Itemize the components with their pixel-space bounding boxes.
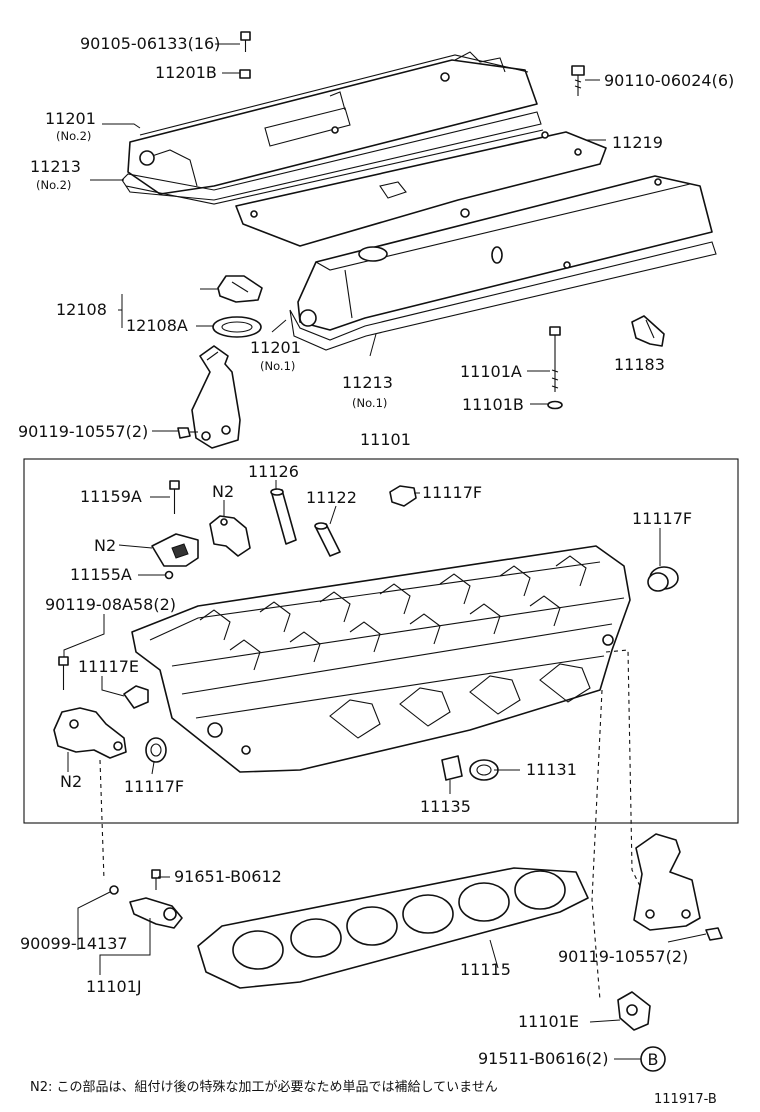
valve-cover-no1 (297, 175, 713, 331)
cam-housing-n2-bottom (53, 707, 127, 759)
hanger-bolt-right-icon (705, 927, 723, 941)
label-union-11101j: 11101J (86, 977, 142, 996)
bolt-90110-icon (571, 65, 585, 96)
plug-11117e-icon (123, 685, 149, 709)
label-hanger-bolt-left: 90119-10557(2) (18, 422, 148, 441)
label-bolt-right: 90110-06024(6) (604, 71, 734, 90)
bolt-91651-icon (151, 869, 161, 890)
label-gasket-no2: 11213 (30, 157, 81, 176)
label-cover-no1: 11201 (250, 338, 301, 357)
label-bolt-91511: 91511-B0616(2) (478, 1049, 608, 1068)
label-cap-gasket: 12108A (126, 316, 188, 335)
label-pipe-90099: 90099-14137 (20, 934, 128, 953)
part-labels: 90105-06133(16) 11201B 11201 (No.2) 1121… (18, 34, 734, 1107)
label-seal-11131: 11131 (526, 760, 577, 779)
hanger-bolt-left-icon (177, 427, 198, 439)
cam-cap-n2-top (209, 515, 251, 557)
label-plug-small: 11183 (614, 355, 665, 374)
gasket-no1 (289, 241, 717, 351)
label-cover-no1-sub: (No.1) (260, 359, 295, 373)
label-gasket-no2-sub: (No.2) (36, 178, 71, 192)
valve-cover-no2 (127, 51, 538, 195)
valve-guide-11126-icon (270, 488, 297, 545)
head-assembly-frame (23, 458, 739, 824)
plug-11117f-bottom-icon (145, 737, 167, 763)
label-stud: 11101A (460, 362, 522, 381)
figure-code: 111917-B (654, 1092, 717, 1107)
plug-11117f-right-icon (647, 566, 679, 592)
label-plate: 11219 (612, 133, 663, 152)
label-cap: 12108 (56, 300, 107, 319)
union-11101e-icon (617, 991, 651, 1031)
label-plug-11117e: 11117E (78, 657, 139, 676)
label-bolt-11159a: 11159A (80, 487, 142, 506)
label-gasket-no1: 11213 (342, 373, 393, 392)
cam-cap-n2-left (151, 533, 199, 567)
label-bolt-top: 90105-06133(16) (80, 34, 220, 53)
bolt-11159a-icon (169, 480, 180, 514)
stud-11101a-icon (549, 326, 561, 392)
label-plug-11117f-right: 11117F (632, 509, 692, 528)
pin-11135-icon (441, 755, 463, 781)
label-cover-no2: 11201 (45, 109, 96, 128)
head-gasket-11115 (197, 867, 589, 989)
oil-filler-cap-icon (217, 275, 263, 303)
plug-11183-icon (631, 315, 665, 347)
cap-gasket-icon (212, 316, 262, 338)
label-bolt-08a58: 90119-08A58(2) (45, 595, 176, 614)
footnote: N2: この部品は、組付け後の特殊な加工が必要なため単品では補給していません (30, 1079, 498, 1095)
label-n2-left: N2 (94, 536, 116, 555)
engine-hanger-left (191, 345, 241, 449)
pin-11155a-icon (164, 570, 174, 580)
bolt-top-icon (240, 31, 251, 52)
label-head-assy: 11101 (360, 430, 411, 449)
valve-guide-11122-icon (314, 522, 341, 557)
label-plug-11117f-top: 11117F (422, 483, 482, 502)
fitting-90099-icon (109, 885, 119, 895)
label-head-gasket: 11115 (460, 960, 511, 979)
bolt-08a58-icon (58, 656, 69, 690)
label-circle-b: B (648, 1050, 659, 1069)
label-cover-nut: 11201B (155, 63, 217, 82)
label-cover-no2-sub: (No.2) (56, 129, 91, 143)
label-bolt-91651: 91651-B0612 (174, 867, 282, 886)
nut-11201b-icon (239, 69, 251, 79)
label-plug-11117f-bottom: 11117F (124, 777, 184, 796)
plug-11117f-top-icon (389, 485, 417, 507)
label-union-11101e: 11101E (518, 1012, 579, 1031)
gasket-no2 (121, 111, 544, 205)
label-pin-11155a: 11155A (70, 565, 132, 584)
seal-11131-icon (469, 759, 499, 781)
engine-hanger-right (633, 833, 701, 931)
label-hanger-bolt-right: 90119-10557(2) (558, 947, 688, 966)
label-guide-11126: 11126 (248, 462, 299, 481)
label-pin-11135: 11135 (420, 797, 471, 816)
union-11101j-icon (129, 897, 183, 929)
cylinder-head (131, 545, 631, 773)
label-n2-top: N2 (212, 482, 234, 501)
leader-lines (63, 43, 707, 1060)
label-gasket-no1-sub: (No.1) (352, 396, 387, 410)
label-guide-11122: 11122 (306, 488, 357, 507)
label-n2-bottom: N2 (60, 772, 82, 791)
washer-11101b-icon (547, 400, 563, 410)
plate-11219 (235, 131, 607, 247)
label-washer: 11101B (462, 395, 524, 414)
